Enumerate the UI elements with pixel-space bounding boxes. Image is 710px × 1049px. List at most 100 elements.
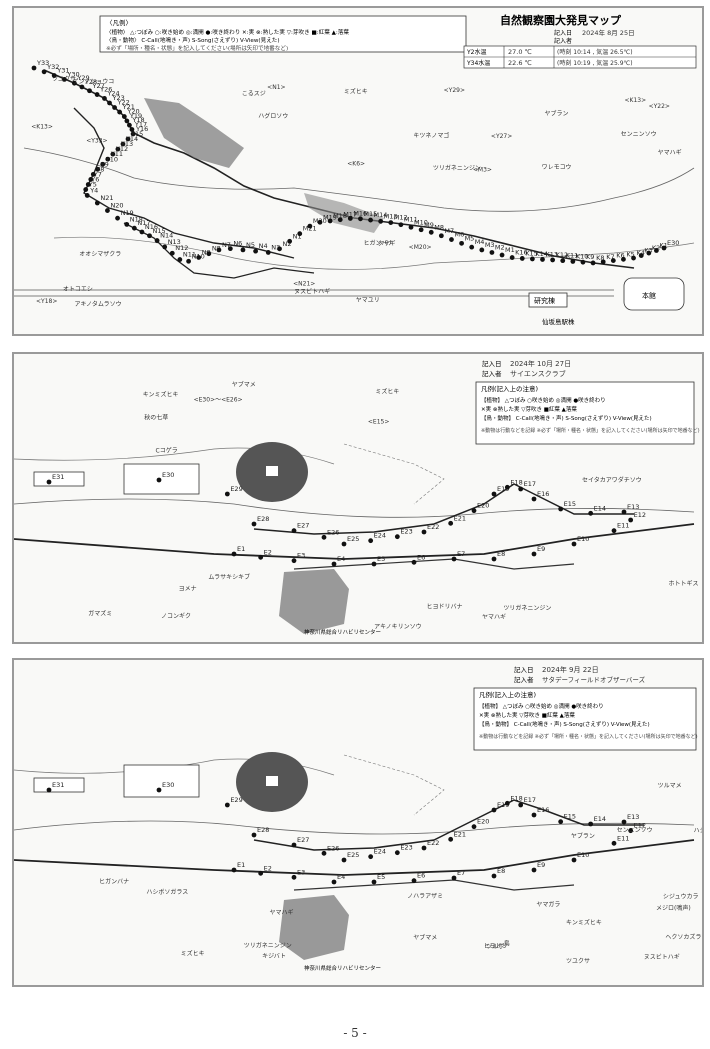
- handwritten-note: ゲンノショウコ: [73, 78, 115, 86]
- handwritten-note: <N1>: [267, 84, 285, 91]
- point-marker: [411, 559, 417, 565]
- point-marker: [499, 252, 505, 258]
- point-marker: [347, 216, 353, 221]
- point-label: Y4: [89, 186, 98, 194]
- point-marker: [124, 118, 130, 124]
- point-label: M5: [465, 234, 475, 242]
- point-label: E28: [257, 826, 269, 834]
- handwritten-note: ヤマガラ: [536, 900, 560, 908]
- point-marker: [258, 554, 264, 560]
- handwritten-note: <N21>: [293, 280, 315, 287]
- map-autumn-svg: 記入日 2024年 10月 27日 記入者 サイエンスクラブ 凡例(記入上の注意…: [14, 359, 700, 636]
- main-building: [623, 277, 685, 311]
- handwritten-note: ヌスビトハギ: [644, 953, 680, 961]
- point-marker: [628, 828, 634, 834]
- point-marker: [358, 216, 363, 222]
- point-label: E29: [230, 485, 242, 493]
- handwritten-note: <E15>: [368, 418, 389, 425]
- point-label: E3: [297, 552, 305, 560]
- point-marker: [471, 508, 477, 514]
- handwritten-note: クサギ: [378, 240, 396, 247]
- point-marker: [580, 259, 586, 265]
- point-label: M7: [444, 227, 454, 235]
- point-label: E27: [297, 836, 309, 844]
- author-label: 記入者: [514, 675, 534, 684]
- point-label: E30: [162, 781, 174, 789]
- point-label: E25: [347, 851, 359, 859]
- date-label: 記入日: [482, 359, 502, 368]
- handwritten-note: ノハラアザミ: [407, 893, 443, 900]
- research-building: [528, 292, 568, 308]
- point-label: Y12: [115, 145, 128, 153]
- point-marker: [341, 857, 347, 863]
- point-label: Y11: [110, 150, 123, 158]
- point-label: N11: [183, 251, 196, 259]
- point-label: E27: [297, 522, 309, 530]
- point-label: E31: [52, 781, 64, 789]
- point-label: Y30: [66, 70, 79, 78]
- handwritten-note: ハシボソガラス: [146, 888, 188, 896]
- point-label: Y13: [120, 140, 133, 148]
- handwritten-note: <Y27>: [491, 133, 512, 140]
- point-marker: [531, 496, 537, 502]
- point-marker: [46, 787, 52, 793]
- point-marker: [177, 257, 183, 262]
- point-marker: [646, 250, 652, 256]
- building-outline: [33, 471, 85, 487]
- point-label: E10: [577, 851, 589, 859]
- point-marker: [112, 105, 117, 110]
- point-marker: [421, 529, 427, 535]
- point-marker: [449, 237, 454, 242]
- point-label: E26: [327, 528, 339, 536]
- handwritten-note: ムラサキシキブ: [208, 573, 250, 581]
- point-marker: [631, 255, 636, 261]
- handwritten-note: ツユクサ: [52, 76, 76, 83]
- point-marker: [88, 177, 94, 182]
- point-marker: [105, 208, 110, 213]
- point-marker: [504, 800, 510, 806]
- point-marker: [558, 506, 564, 512]
- point-marker: [570, 259, 576, 264]
- point-label: Y27: [92, 82, 105, 90]
- point-label: E16: [537, 490, 549, 498]
- point-marker: [628, 517, 634, 523]
- point-label: E4: [337, 555, 345, 563]
- point-marker: [297, 231, 303, 237]
- handwritten-note: ワレモコウ: [542, 163, 572, 171]
- handwritten-note: オトコエシ: [63, 286, 93, 293]
- point-label: N13: [168, 238, 181, 246]
- point-marker: [156, 787, 162, 793]
- point-marker: [90, 171, 96, 177]
- point-label: Y28: [84, 78, 97, 86]
- point-label: E17: [524, 480, 536, 488]
- point-marker: [421, 845, 427, 851]
- date-value: 2024年 8月 25日: [582, 28, 635, 37]
- trail-path: [123, 222, 315, 279]
- point-marker: [83, 187, 89, 192]
- point-marker: [448, 836, 454, 842]
- point-label: E7: [457, 869, 465, 877]
- point-label: M9: [424, 221, 434, 229]
- handwritten-note: ヤブラン: [545, 109, 569, 117]
- point-label: E23: [400, 844, 412, 852]
- trail-path: [14, 839, 695, 876]
- point-marker: [227, 246, 233, 252]
- handwritten-note: <K6>: [347, 161, 365, 168]
- facility-label: 神奈川県総合リハビリセンター: [304, 964, 381, 972]
- pond: [279, 895, 349, 960]
- station-label: 仙坂島駅株: [542, 317, 575, 326]
- point-marker: [518, 802, 524, 808]
- point-label: E28: [257, 515, 269, 523]
- legend-line-plants: 〈植物〉 △:つぼみ ○:咲き始め ◎:満開 ●:咲き終わり ✕:実 ⊗:熟した…: [106, 28, 349, 36]
- handwritten-note: <M20>: [409, 244, 432, 251]
- point-marker: [100, 161, 106, 167]
- legend-box: 凡例(記入上の注意) 【植物】 △つぼみ ○咲き始め ◎満開 ●咲き終わり ✕実…: [475, 381, 700, 445]
- point-marker: [224, 802, 230, 808]
- point-marker: [46, 479, 52, 485]
- point-label: Y31: [56, 67, 69, 75]
- point-marker: [531, 812, 537, 818]
- point-marker: [110, 151, 116, 157]
- handwritten-note: アキノタムラソウ: [74, 300, 121, 308]
- point-marker: [79, 84, 85, 90]
- point-label: K8: [596, 254, 604, 262]
